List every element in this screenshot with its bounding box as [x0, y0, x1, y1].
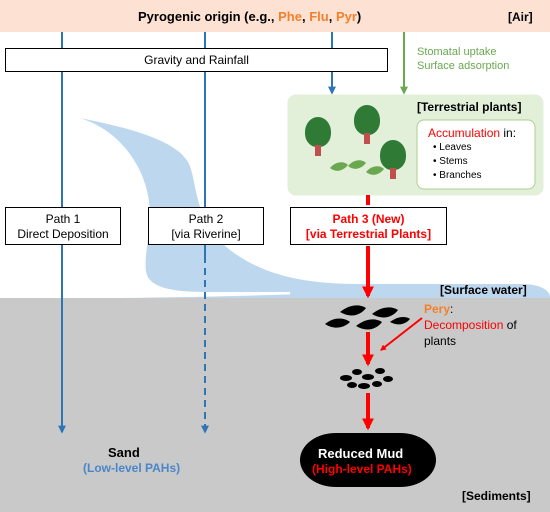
sand-label: Sand	[108, 445, 140, 460]
pery-annotation-line1: Pery:	[424, 302, 453, 316]
title-sep1: ,	[301, 9, 310, 24]
path1-title: Path 1	[45, 212, 81, 226]
plant-part-stems: • Stems	[433, 156, 468, 167]
path2-subtitle: [via Riverine]	[171, 227, 241, 241]
water-shoulder	[290, 284, 550, 298]
leaf-fragments-icon	[340, 368, 393, 389]
accumulation-rest: in:	[500, 126, 517, 140]
flu-label: Flu	[309, 9, 329, 24]
path3-title: Path 3 (New)	[332, 212, 405, 226]
plant-part-leaves: • Leaves	[433, 142, 472, 153]
pery-annotation-line3: plants	[424, 334, 457, 348]
title-suffix: )	[356, 9, 362, 24]
path2-title: Path 2	[188, 212, 224, 226]
surface-water-layer	[0, 118, 550, 298]
path3-box: Path 3 (New) [via Terrestrial Plants]	[290, 207, 447, 245]
surface-adsorption-label: Surface adsorption	[417, 60, 510, 72]
pery-name: Pery	[424, 302, 451, 316]
mud-label: Reduced Mud	[318, 446, 404, 461]
pery-annotation-line2: Decomposition of	[424, 318, 517, 332]
path2-box: Path 2 [via Riverine]	[148, 207, 264, 245]
reduced-mud-blob	[300, 433, 436, 487]
air-band	[0, 0, 550, 32]
decomposition-word: Decomposition	[424, 318, 504, 332]
title-prefix: Pyrogenic origin (e.g.,	[138, 9, 279, 24]
accumulation-word: Accumulation	[428, 126, 501, 140]
mud-pah-level: (High-level PAHs)	[312, 462, 412, 476]
accumulation-label: Accumulation in:	[428, 126, 516, 140]
pery-pointer-arrow	[380, 317, 423, 351]
pery-colon: :	[450, 302, 454, 316]
title-sep2: ,	[328, 9, 336, 24]
sand-pah-level: (Low-level PAHs)	[83, 461, 181, 475]
sediment-layer	[0, 298, 550, 512]
falling-leaf-icons	[330, 160, 384, 175]
page-title: Pyrogenic origin (e.g., Phe, Flu, Pyr)	[138, 9, 361, 25]
air-tag: [Air]	[508, 10, 533, 24]
path3-subtitle: [via Terrestrial Plants]	[305, 227, 432, 241]
stomatal-uptake-label: Stomatal uptake	[417, 46, 497, 58]
pyr-label: Pyr	[335, 9, 357, 24]
decaying-leaves-icon	[325, 305, 410, 330]
plant-part-branches: • Branches	[433, 170, 482, 181]
path1-box: Path 1 Direct Deposition	[5, 207, 121, 245]
gravity-rainfall-box: Gravity and Rainfall	[5, 48, 388, 72]
terrestrial-plants-tag: [Terrestrial plants]	[417, 100, 522, 114]
sediments-tag: [Sediments]	[462, 489, 531, 503]
surface-water-tag: [Surface water]	[440, 283, 527, 297]
path1-subtitle: Direct Deposition	[17, 227, 109, 241]
gravity-label: Gravity and Rainfall	[144, 53, 249, 67]
decomposition-of: of	[503, 318, 517, 332]
phe-label: Phe	[278, 9, 302, 24]
accumulation-box	[416, 119, 536, 190]
